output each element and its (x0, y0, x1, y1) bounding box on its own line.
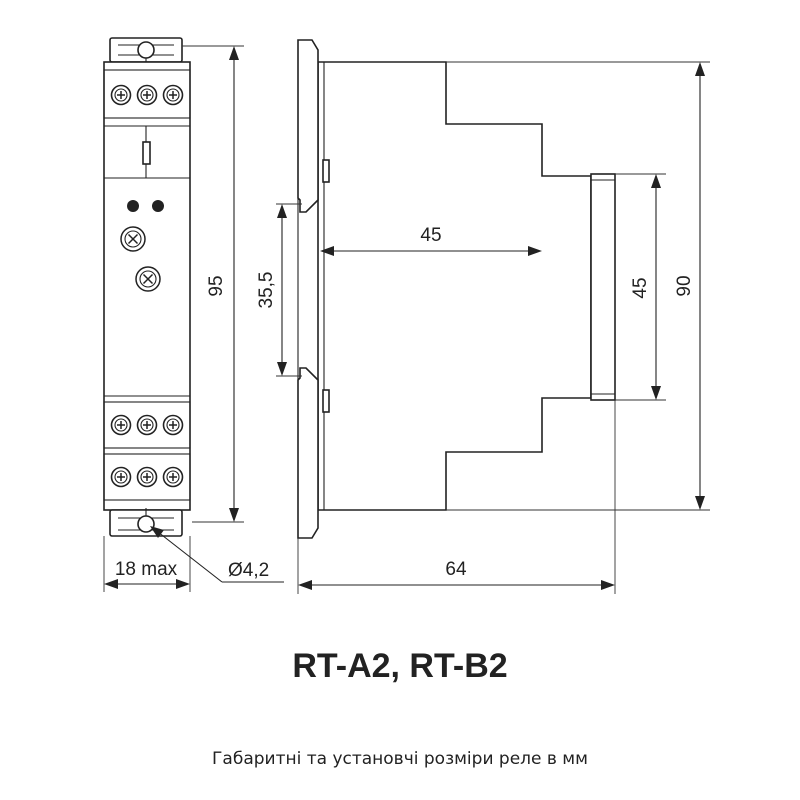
front-width-dimension: 18 max (103, 536, 191, 592)
depth-to-front-dimension: 45 (320, 225, 542, 256)
side-height-label: 90 (674, 275, 695, 296)
label-slot (142, 141, 151, 165)
front-height-label: 95 (206, 275, 227, 296)
front-height-dimension: 95 (182, 45, 244, 523)
side-height-dimension: 90 (446, 61, 710, 511)
bottom-terminal-block-upper (103, 401, 191, 449)
front-panel (120, 200, 164, 292)
model-title: RT-A2, RT-B2 (292, 647, 507, 685)
led-indicator-icon (127, 200, 139, 212)
latch-slot (322, 159, 330, 183)
side-view: 35,5 45 45 90 (256, 39, 710, 594)
hole-diameter-label: Ø4,2 (228, 560, 269, 581)
total-depth-label: 64 (445, 559, 467, 580)
front-face-plate (590, 173, 616, 401)
top-mounting-clip (109, 37, 183, 64)
top-terminal-block (103, 69, 191, 119)
led-indicator-icon (152, 200, 164, 212)
din-clip-plate (297, 39, 319, 213)
bottom-terminal-block-lower (103, 453, 191, 501)
bottom-mounting-clip (109, 508, 183, 537)
total-depth-dimension: 64 (297, 400, 616, 594)
front-face-height-label: 45 (630, 277, 651, 298)
adjustment-knob-icon (120, 226, 146, 252)
hole-diameter-leader: Ø4,2 (150, 526, 284, 583)
front-width-label: 18 max (115, 559, 178, 580)
figure-caption: Габаритні та установчі розміри реле в мм (212, 749, 588, 769)
latch-slot (322, 389, 330, 413)
front-view: 95 18 max Ø4,2 (103, 37, 284, 592)
rail-width-label: 35,5 (256, 272, 277, 309)
adjustment-knob-icon (135, 266, 161, 292)
depth-to-front-label: 45 (420, 225, 441, 246)
front-face-height-dimension: 45 (615, 173, 666, 401)
rail-width-dimension: 35,5 (256, 203, 302, 377)
relay-side-profile (317, 61, 592, 511)
